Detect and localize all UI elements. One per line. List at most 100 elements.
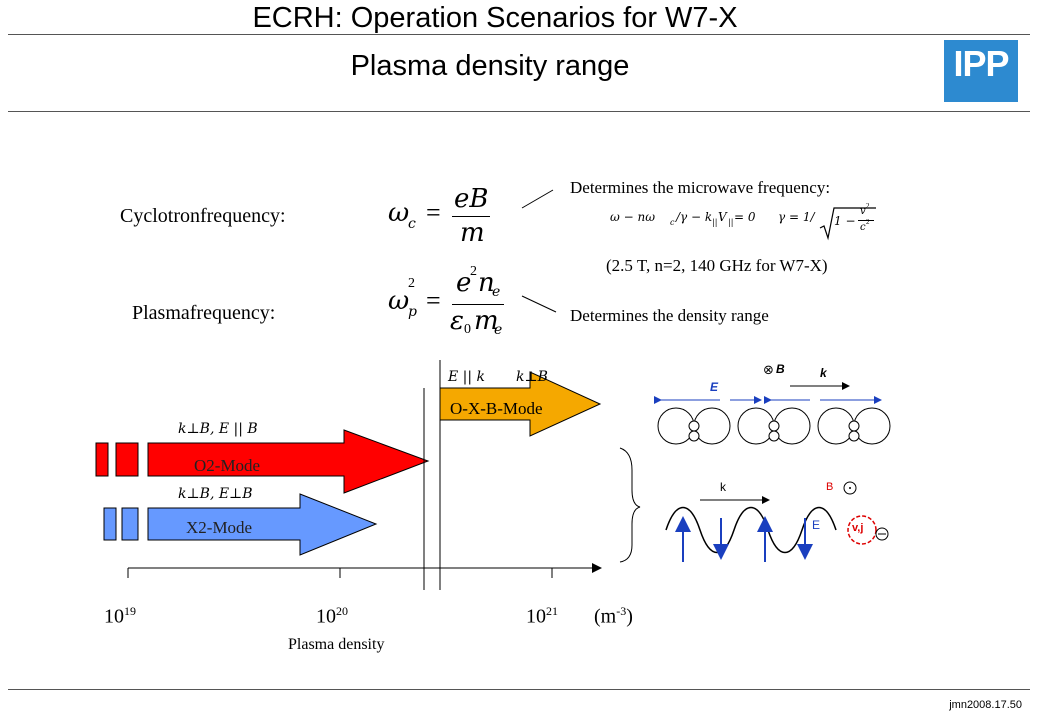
equals-sign-2: = — [426, 286, 441, 315]
plasma-num-n: n — [478, 268, 495, 298]
top-e-label: E — [710, 380, 719, 394]
oxb-mode-arrow — [439, 371, 602, 437]
unit-exp: -3 — [616, 604, 627, 618]
b-field-symbol: ⊗ — [763, 363, 774, 378]
wave-e-label: E — [812, 518, 821, 532]
x-wave-diagram — [665, 481, 889, 562]
cyclotron-numerator: eB — [454, 184, 489, 214]
wave-sine — [665, 507, 837, 553]
unit-open: (m — [594, 605, 617, 628]
resonance-sub-par: || — [712, 218, 718, 227]
unit-close: ) — [626, 605, 633, 628]
charge-2 — [688, 430, 700, 442]
oxb-polarization-left: E || k — [448, 369, 486, 385]
slide-title: ECRH: Operation Scenarios for W7-X — [252, 2, 738, 34]
o2-mode-label: O2-Mode — [194, 456, 261, 475]
gamma-root-num: v — [860, 206, 866, 217]
resonance-part-v: V — [718, 210, 727, 224]
gamma-def: γ = 1/ — [778, 210, 815, 224]
oxb-polarization-right: k⊥B — [516, 369, 548, 385]
connector-plasma — [521, 295, 557, 313]
wave-vj-label: v,j — [852, 522, 864, 534]
equals-sign-1: = — [426, 198, 441, 227]
plasma-lhs: ω — [388, 286, 410, 316]
plasma-num-sup: 2 — [470, 264, 477, 279]
wave-b-label: B — [826, 481, 834, 493]
plasma-den-eps: ε — [450, 306, 464, 336]
x2-block-2 — [121, 507, 139, 541]
top-b-label: B — [776, 362, 785, 376]
gyro-motion-circle — [847, 515, 877, 545]
o2-block-2 — [115, 442, 139, 477]
cyclotron-label: Cyclotronfrequency: — [120, 205, 286, 227]
tick-base-21: 10 — [526, 605, 546, 628]
plasma-num-sub: e — [492, 284, 501, 300]
cyclotron-formula: ω c = eB m — [388, 184, 490, 248]
w7x-example-text: (2.5 T, n=2, 140 GHz for W7-X) — [606, 256, 828, 275]
footer-code: jmn2008.17.50 — [949, 699, 1022, 711]
x2-block-1 — [103, 507, 117, 541]
plasma-lhs-sup: 2 — [408, 276, 415, 291]
cyclotron-lhs: ω — [388, 198, 410, 228]
wave-k-label: k — [720, 480, 726, 494]
o2-mode-arrow — [147, 429, 430, 494]
charge-3 — [768, 420, 780, 432]
plasma-lhs-sub: p — [408, 304, 417, 320]
axis-unit: (m-3) — [594, 604, 633, 629]
resonance-condition: ω − nω c /γ − k || V || = 0 γ = 1/ 1 − v… — [610, 202, 910, 246]
ipp-logo: IPP — [944, 40, 1018, 102]
plasma-num-e: e — [456, 268, 472, 298]
gamma-root-one: 1 − — [834, 214, 856, 228]
x2-polarization: k⊥B, E⊥B — [178, 486, 253, 502]
resonance-part-1: ω − nω — [610, 210, 655, 224]
resonance-part-2: /γ − k — [676, 210, 713, 224]
footer-rule — [8, 689, 1030, 690]
x-axis-label: Plasma density — [288, 636, 385, 653]
x2-mode-label: X2-Mode — [186, 518, 253, 537]
gamma-root-den-sup: 2 — [866, 218, 870, 226]
o2-polarization: k⊥B, E || B — [178, 421, 258, 437]
gamma-root-num-sup: 2 — [866, 202, 870, 210]
tick-base-20: 10 — [316, 605, 336, 628]
plasmafrequency-label: Plasmafrequency: — [132, 302, 276, 324]
header-bottom-rule — [8, 111, 1030, 112]
tick-label-1e19: 1019 — [104, 604, 136, 629]
tick-exp-21: 21 — [546, 604, 558, 618]
determines-frequency-text: Determines the microwave frequency: — [570, 178, 831, 197]
bernstein-wave-diagram: ⊗ — [654, 363, 891, 445]
plasma-formula: ω 2 p = e 2 n e ε 0 m e — [388, 264, 508, 338]
tick-label-1e20: 1020 — [316, 604, 348, 629]
tick-label-1e21: 1021 — [526, 604, 558, 629]
cyclotron-denominator: m — [460, 218, 485, 248]
fraction-bar-2 — [452, 304, 504, 305]
plasma-den-eps-sub: 0 — [464, 322, 471, 337]
charge-4 — [768, 430, 780, 442]
resonance-sub-par-2: || — [728, 218, 734, 227]
plasma-den-m: m — [474, 306, 499, 336]
tick-base-19: 10 — [104, 605, 124, 628]
gamma-root-den: c — [860, 222, 866, 233]
wave-diagram-brace — [619, 447, 641, 563]
fraction-bar-1 — [452, 216, 490, 217]
tick-exp-19: 19 — [124, 604, 136, 618]
header-top-rule — [8, 34, 1030, 35]
resonance-sub-c: c — [670, 218, 675, 227]
determines-density-text: Determines the density range — [570, 306, 769, 325]
resonance-part-end: = 0 — [734, 210, 756, 224]
logo-text: IPP — [953, 43, 1009, 84]
plasma-den-sub: e — [494, 322, 503, 338]
slide-subtitle: Plasma density range — [350, 50, 630, 82]
charge-1 — [688, 420, 700, 432]
tick-exp-20: 20 — [336, 604, 348, 618]
oxb-mode-label: O-X-B-Mode — [450, 399, 543, 418]
gamma-fraction-bar — [858, 220, 874, 221]
o2-block-1 — [95, 442, 109, 477]
x2-mode-arrow — [147, 493, 378, 556]
top-k-label: k — [820, 366, 827, 380]
cyclotron-lhs-sub: c — [408, 216, 416, 232]
sqrt-symbol — [819, 207, 876, 241]
